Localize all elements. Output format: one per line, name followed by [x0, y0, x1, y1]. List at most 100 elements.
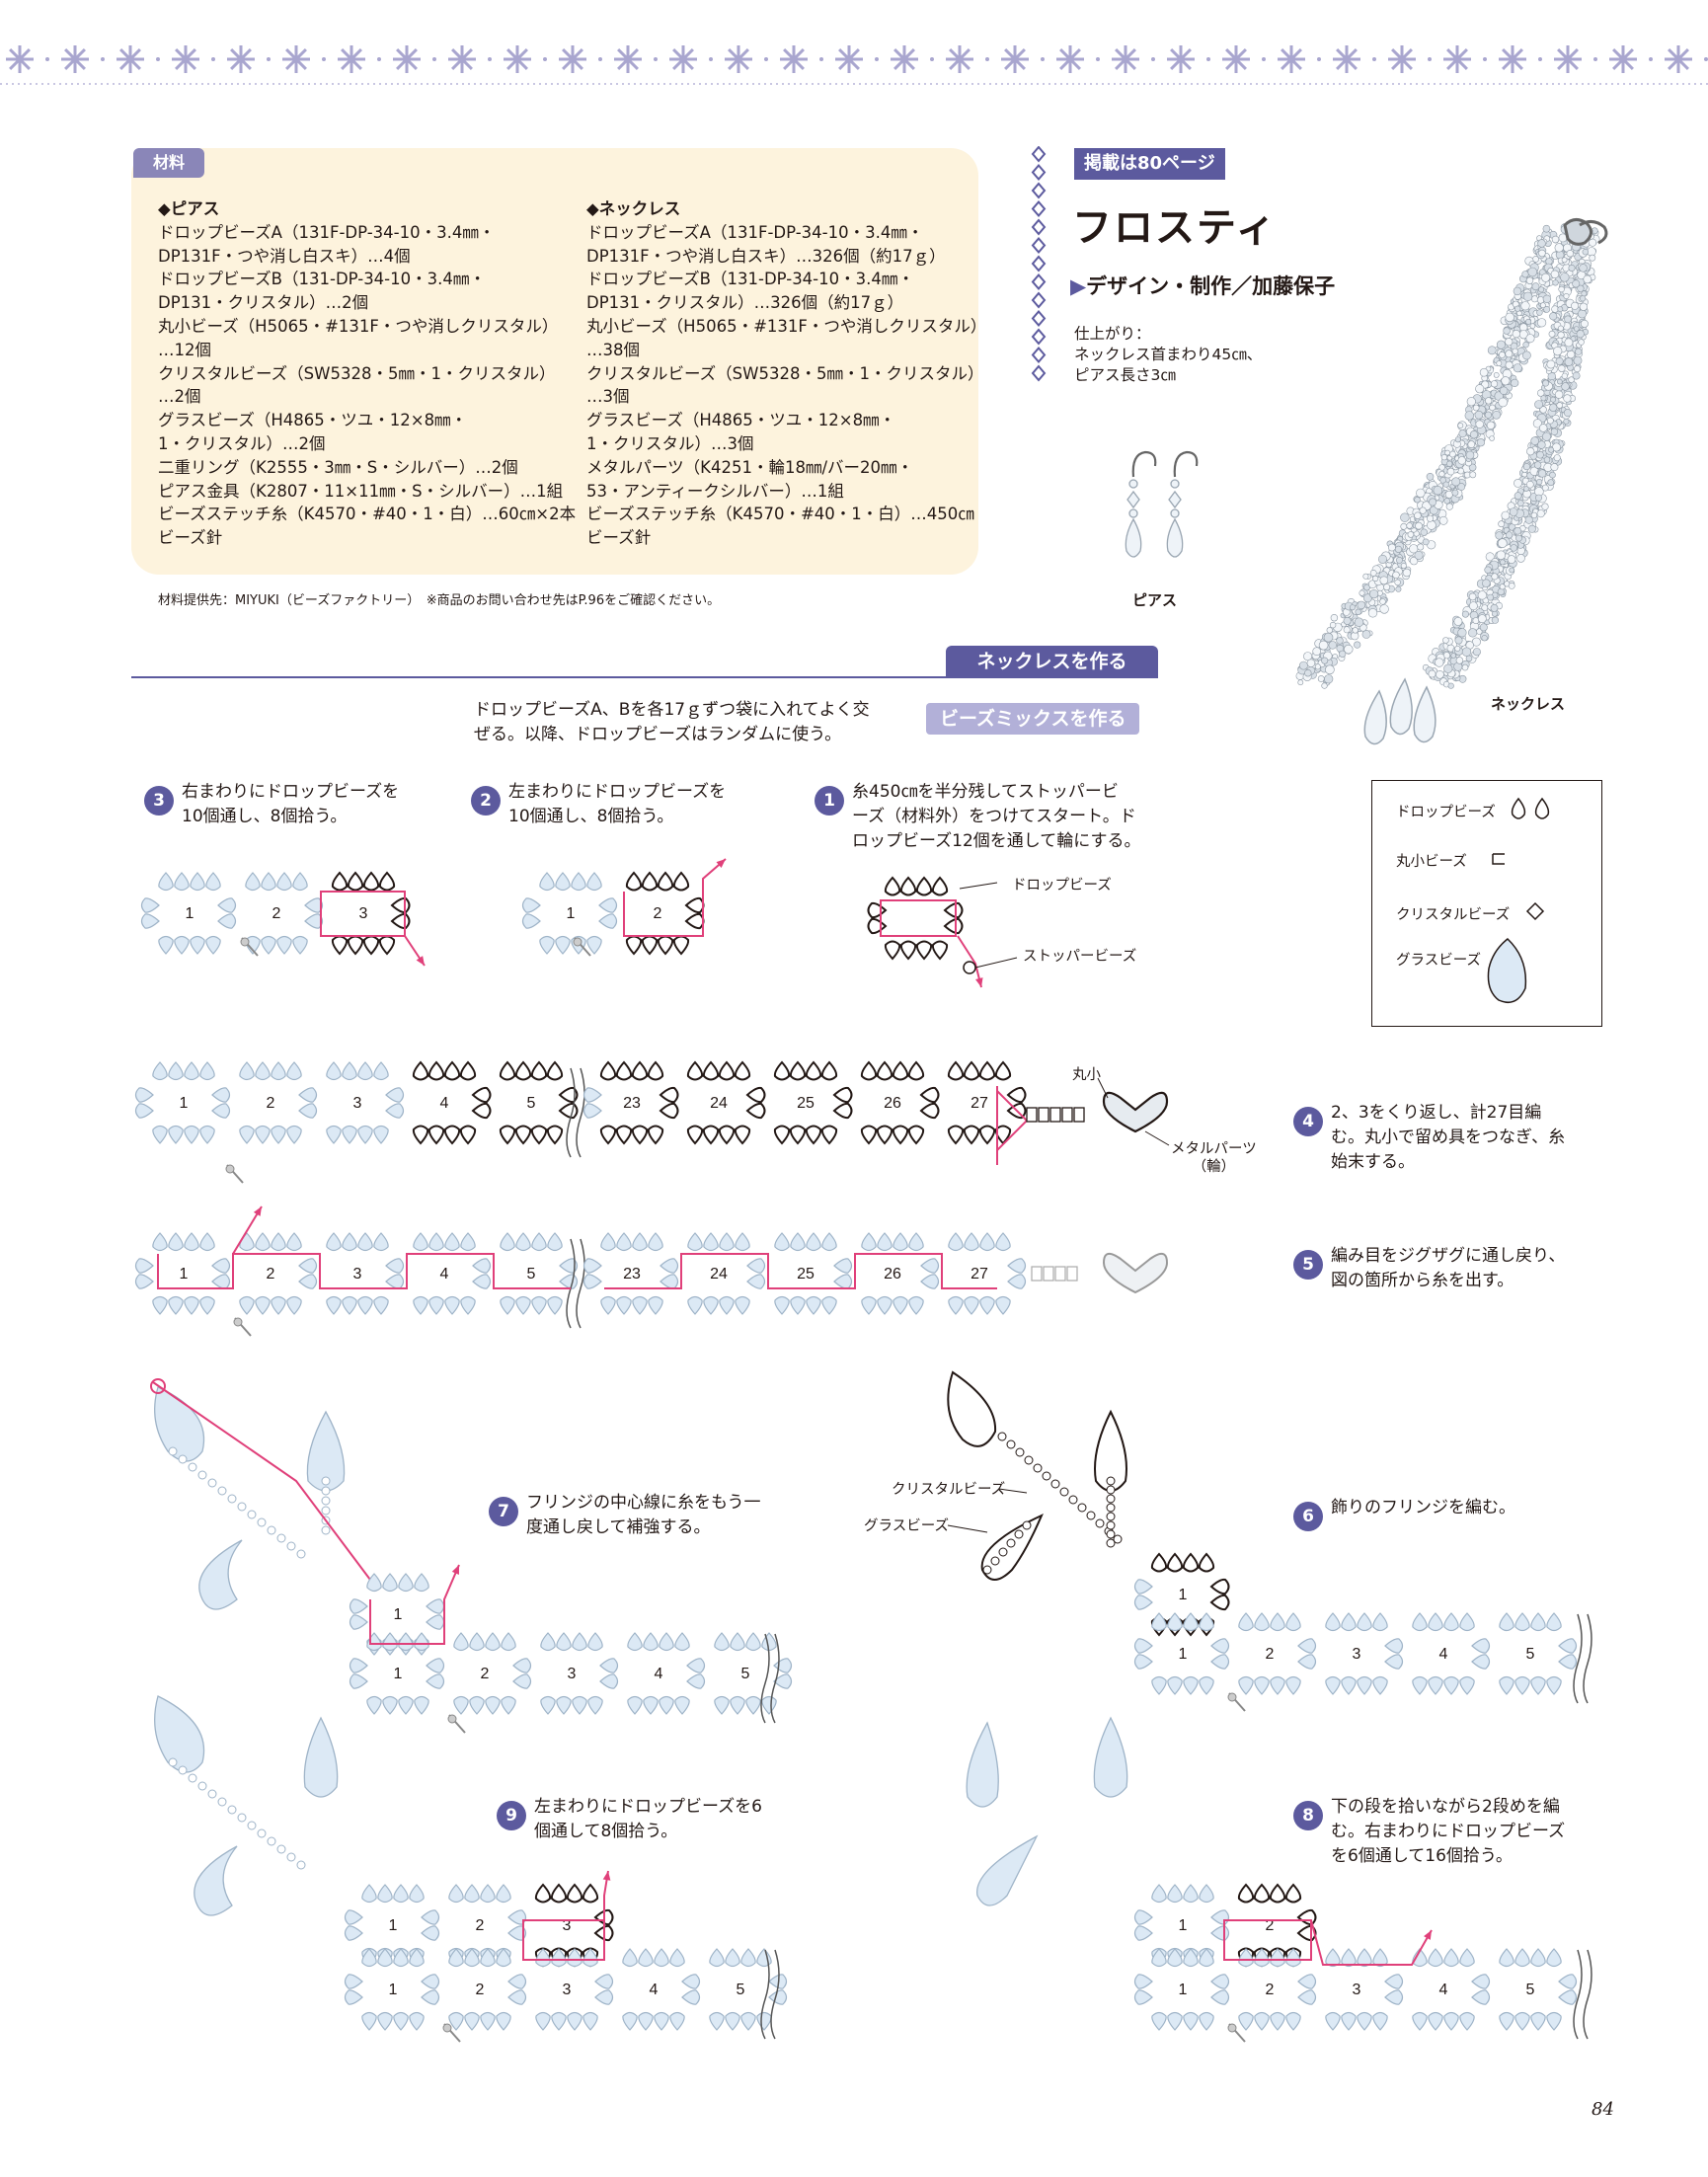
drop-bead	[1151, 1675, 1167, 1695]
drop-bead	[344, 1925, 363, 1941]
drop-bead	[735, 1232, 750, 1252]
drop-bead	[1530, 1612, 1546, 1632]
cell-number: 2	[267, 1095, 275, 1112]
drop-bead	[499, 1125, 516, 1145]
cell-number: 1	[389, 1982, 398, 1998]
drop-bead	[860, 1125, 878, 1145]
drop-bead	[740, 2011, 756, 2031]
drop-bead	[774, 1295, 790, 1315]
necklace-line: グラスビーズ（H4865・ツユ・12×8㎜・	[586, 411, 896, 430]
drop-bead	[239, 1295, 255, 1315]
drop-bead	[357, 1295, 373, 1315]
round-small-bead	[217, 1486, 227, 1496]
drop-bead	[877, 1232, 893, 1252]
drop-bead	[892, 1060, 909, 1081]
drop-bead	[168, 1232, 184, 1252]
cell-number: 1	[186, 905, 194, 922]
metal-ring-icon	[1102, 1252, 1169, 1294]
drop-bead	[761, 1632, 777, 1652]
cell-number: 5	[741, 1666, 750, 1682]
drop-bead	[507, 1989, 527, 2005]
drop-bead	[1372, 1948, 1388, 1968]
drop-bead	[587, 1632, 603, 1652]
drop-bead	[789, 1125, 807, 1145]
drop-bead	[964, 1232, 979, 1252]
cell-number: 2	[267, 1266, 275, 1283]
drop-bead	[515, 1295, 531, 1315]
drop-bead	[599, 1125, 617, 1145]
drop-bead	[558, 1102, 579, 1120]
drop-bead	[978, 1060, 996, 1081]
earring-line: …12個	[158, 340, 211, 359]
callout-stopper-bead: ストッパービーズ	[1023, 949, 1137, 965]
drop-bead	[261, 872, 276, 892]
drop-bead	[756, 1948, 772, 1968]
drop-bead	[500, 1295, 515, 1315]
drop-bead	[377, 1884, 393, 1904]
drop-bead	[1167, 1884, 1183, 1904]
drop-bead	[378, 871, 396, 892]
page-title: フロスティ	[1072, 204, 1278, 251]
drop-bead	[1499, 1612, 1514, 1632]
step9-fringe	[154, 1695, 339, 1916]
drop-bead	[1499, 2011, 1514, 2031]
drop-bead	[571, 872, 586, 892]
arrow-icon	[416, 956, 425, 966]
drop-bead	[152, 1125, 168, 1144]
drop-bead	[963, 1060, 980, 1081]
round-small-bead	[321, 1506, 331, 1516]
callout-crystal-bead: クリスタルビーズ	[892, 1482, 1006, 1498]
drop-bead	[598, 897, 618, 913]
cell-number: 23	[623, 1266, 641, 1283]
round-small-bead	[207, 1789, 217, 1799]
drop-bead	[1428, 1948, 1443, 1968]
drop-bead	[861, 1232, 877, 1252]
drop-bead	[539, 935, 555, 955]
drop-bead	[556, 1632, 572, 1652]
necklace-line: ドロップビーズB（131-DP-34-10・3.4㎜・	[586, 270, 914, 289]
cell-number: 25	[797, 1266, 815, 1283]
drop-bead	[292, 935, 308, 955]
cell-number: 1	[394, 1666, 403, 1682]
drop-bead	[496, 1884, 511, 1904]
drop-bead	[582, 2011, 598, 2031]
drop-bead	[674, 1632, 690, 1652]
drop-bead	[413, 1232, 428, 1252]
drop-bead	[261, 935, 276, 955]
step1-diagram	[867, 876, 964, 961]
cell-number: 3	[353, 1095, 362, 1112]
drop-bead	[1514, 1948, 1530, 1968]
drop-bead	[647, 1125, 664, 1145]
drop-bead	[586, 935, 602, 955]
earring-line: …2個	[158, 387, 201, 407]
drop-bead	[304, 897, 324, 913]
drop-bead	[643, 1632, 659, 1652]
necklace-line: ビーズ針	[586, 528, 652, 548]
drop-bead	[414, 1573, 429, 1593]
round-small-bead	[1050, 1479, 1060, 1489]
drop-bead	[361, 2011, 377, 2031]
drop-bead	[867, 917, 888, 935]
drop-bead	[908, 1232, 924, 1252]
round-small-bead	[1106, 1494, 1116, 1504]
drop-bead	[331, 935, 349, 956]
drop-bead	[1270, 1675, 1285, 1695]
diamond-icon	[1031, 346, 1047, 364]
drop-bead	[599, 1060, 617, 1081]
drop-bead	[1167, 1675, 1183, 1695]
drop-bead	[342, 1061, 357, 1081]
round-small-bead	[188, 1773, 197, 1783]
drop-bead	[1514, 1675, 1530, 1695]
cell-number: 26	[884, 1266, 901, 1283]
drop-bead	[884, 940, 901, 961]
cell-number: 2	[476, 1917, 485, 1934]
round-small-bead	[247, 1821, 257, 1830]
diamond-icon	[1031, 199, 1047, 218]
drop-bead	[567, 2011, 582, 2031]
snowflake-icon	[172, 45, 215, 73]
drop-bead	[271, 1125, 286, 1144]
drop-bead	[507, 1974, 527, 1989]
drop-bead	[393, 2011, 409, 2031]
drop-bead	[344, 1974, 363, 1989]
